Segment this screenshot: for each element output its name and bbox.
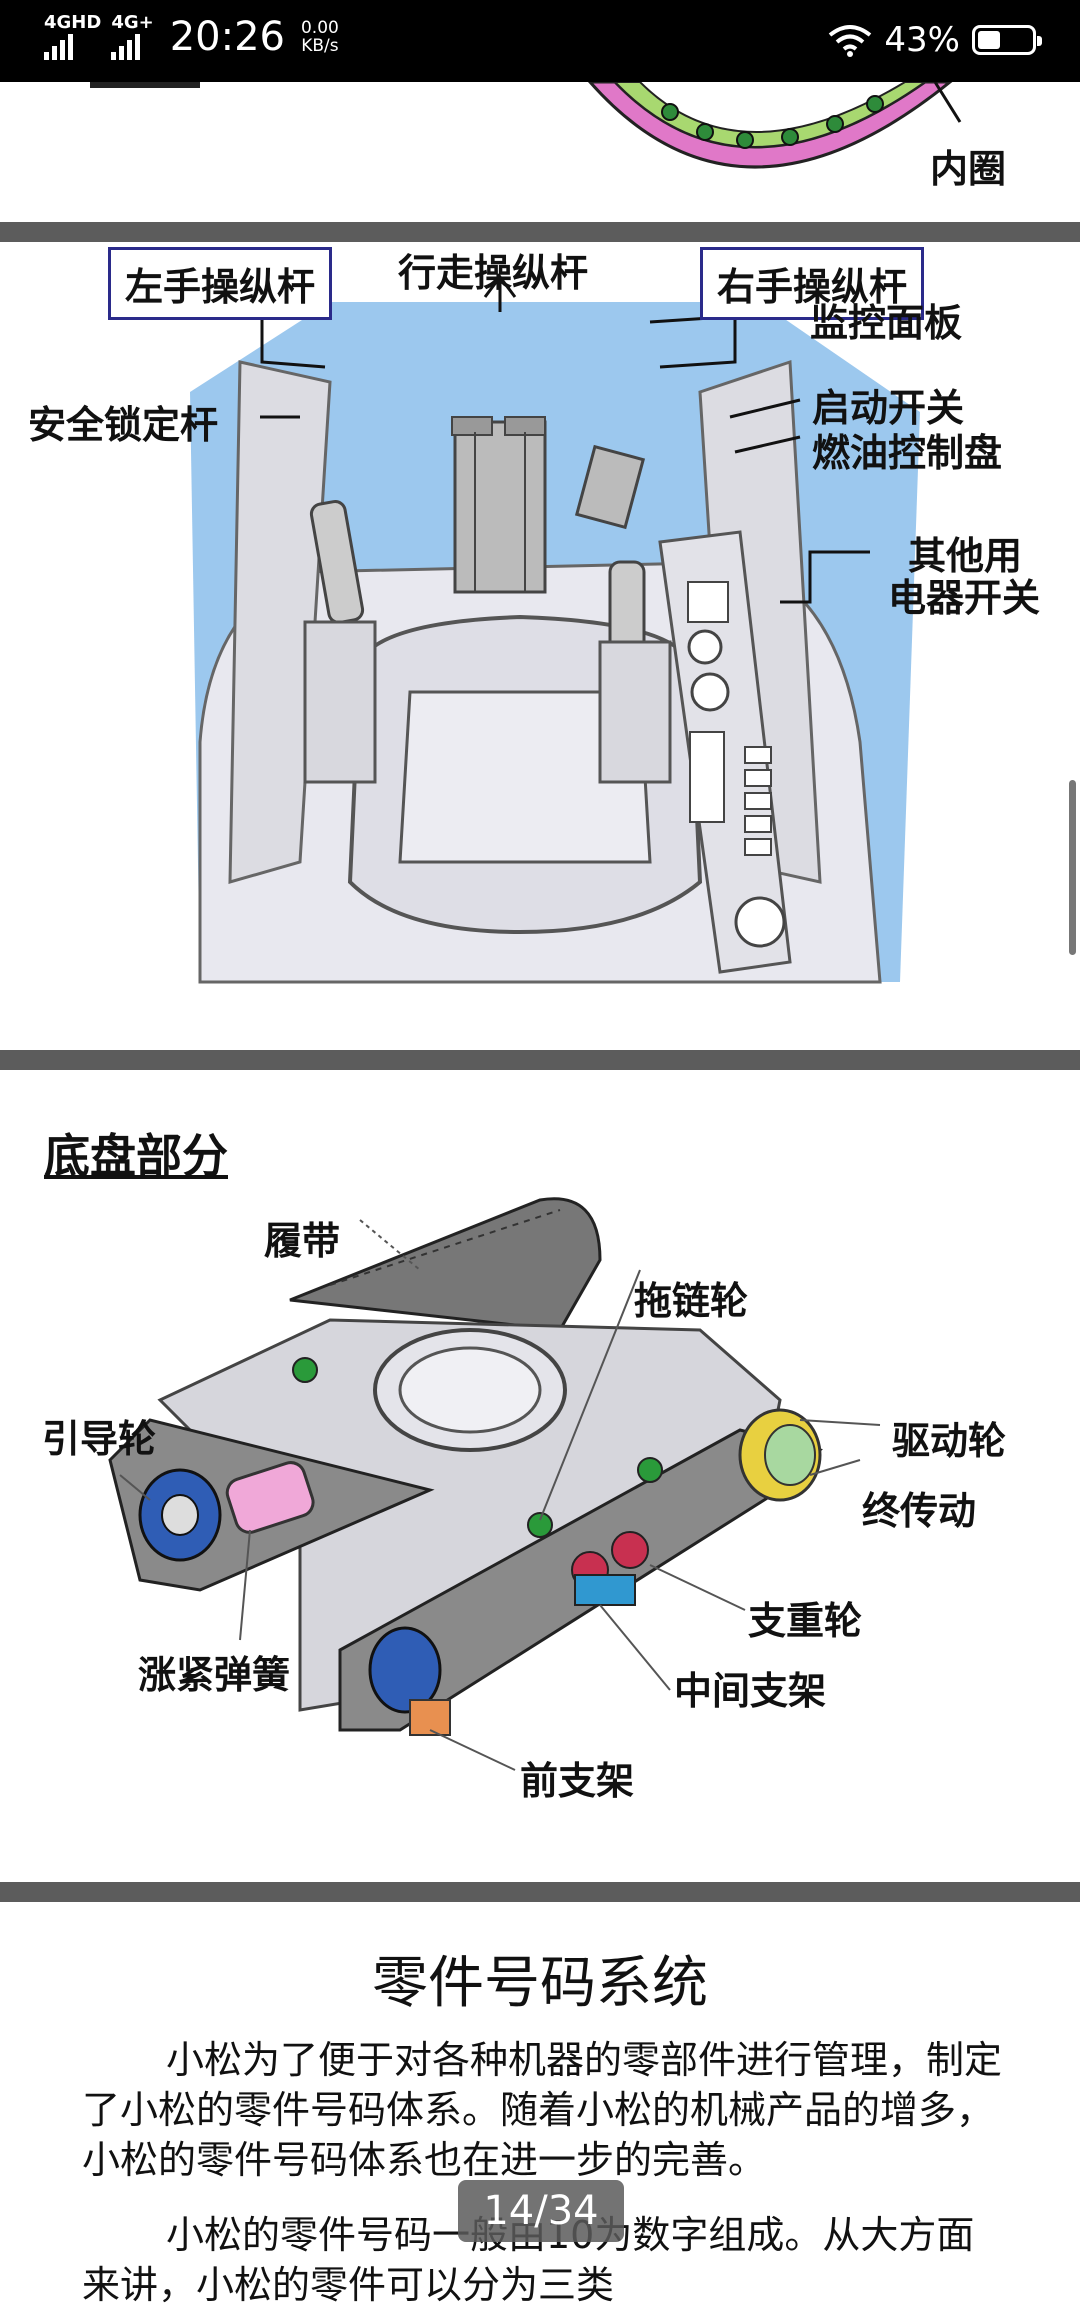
battery-percent: 43% [884, 20, 960, 60]
clock: 20:26 [169, 14, 285, 60]
slide-chassis: 履带 拖链轮 引导轮 驱动轮 终传动 支重轮 涨紧弹簧 中间支架 前支架 [0, 1070, 1080, 1870]
label-monitor-panel: 监控面板 [810, 300, 963, 345]
undercarriage-illustration [108, 1197, 881, 1771]
label-front-bracket: 前支架 [520, 1758, 635, 1803]
section-title-chassis: 底盘部分 [44, 1129, 228, 1183]
signal-bars-icon [44, 32, 73, 60]
paragraph-1: 小松为了便于对各种机器的零部件进行管理，制定了小松的零件号码体系。随着小松的机械… [82, 2038, 1003, 2182]
network-type-1: 4GHD [44, 12, 102, 33]
label-fuel-dial: 燃油控制盘 [812, 430, 1003, 475]
label-idler: 引导轮 [42, 1416, 157, 1461]
label-other-switches-1: 其他用 [908, 533, 1023, 578]
speed-unit: KB/s [301, 36, 339, 56]
label-final-drive: 终传动 [862, 1488, 977, 1533]
doc-title: 零件号码系统 [372, 1951, 708, 2016]
slide-divider [0, 1882, 1080, 1902]
label-safety-lock: 安全锁定杆 [28, 402, 219, 447]
label-travel-lever: 行走操纵杆 [398, 250, 589, 295]
label-other-switches-2: 电器开关 [888, 575, 1041, 620]
label-carrier-roller: 拖链轮 [634, 1278, 749, 1323]
scrollbar[interactable] [1069, 780, 1076, 955]
cab-illustration [190, 274, 920, 984]
speed-value: 0.00 [300, 18, 339, 38]
label-right-lever: 右手操纵杆 [700, 247, 925, 320]
label-start-switch: 启动开关 [812, 385, 965, 430]
slide-cab-controls: 左手操纵杆 行走操纵杆 右手操纵杆 监控面板 安全锁定杆 启动开关 燃油控制盘 … [0, 242, 1080, 1050]
label-center-bracket: 中间支架 [674, 1668, 827, 1713]
label-track-roller: 支重轮 [748, 1598, 863, 1643]
network-type-2: 4G+ [111, 12, 154, 33]
slide-divider [0, 222, 1080, 242]
label-sprocket: 驱动轮 [892, 1418, 1007, 1463]
page-indicator: 14/34 [458, 2180, 624, 2242]
label-inner-ring: 内圈 [930, 146, 1007, 191]
signal-2: 4G+ [111, 12, 154, 60]
label-left-lever: 左手操纵杆 [108, 247, 333, 320]
label-track: 履带 [264, 1218, 341, 1263]
slewing-ring-illustration [90, 82, 962, 169]
slide-slewing-ring: 内圈 [0, 82, 1080, 222]
battery-fill [978, 31, 1000, 49]
slide-divider [0, 1050, 1080, 1070]
wifi-icon [829, 25, 872, 57]
battery-icon [972, 25, 1042, 55]
signal-bars-icon [111, 32, 141, 60]
status-bar: 4GHD 4G+ 20:26 0.00 KB/s 43% [0, 0, 1080, 82]
network-speed: 0.00 KB/s [301, 19, 339, 55]
label-recoil-spring: 涨紧弹簧 [138, 1652, 291, 1697]
signal-1: 4GHD [44, 14, 101, 60]
